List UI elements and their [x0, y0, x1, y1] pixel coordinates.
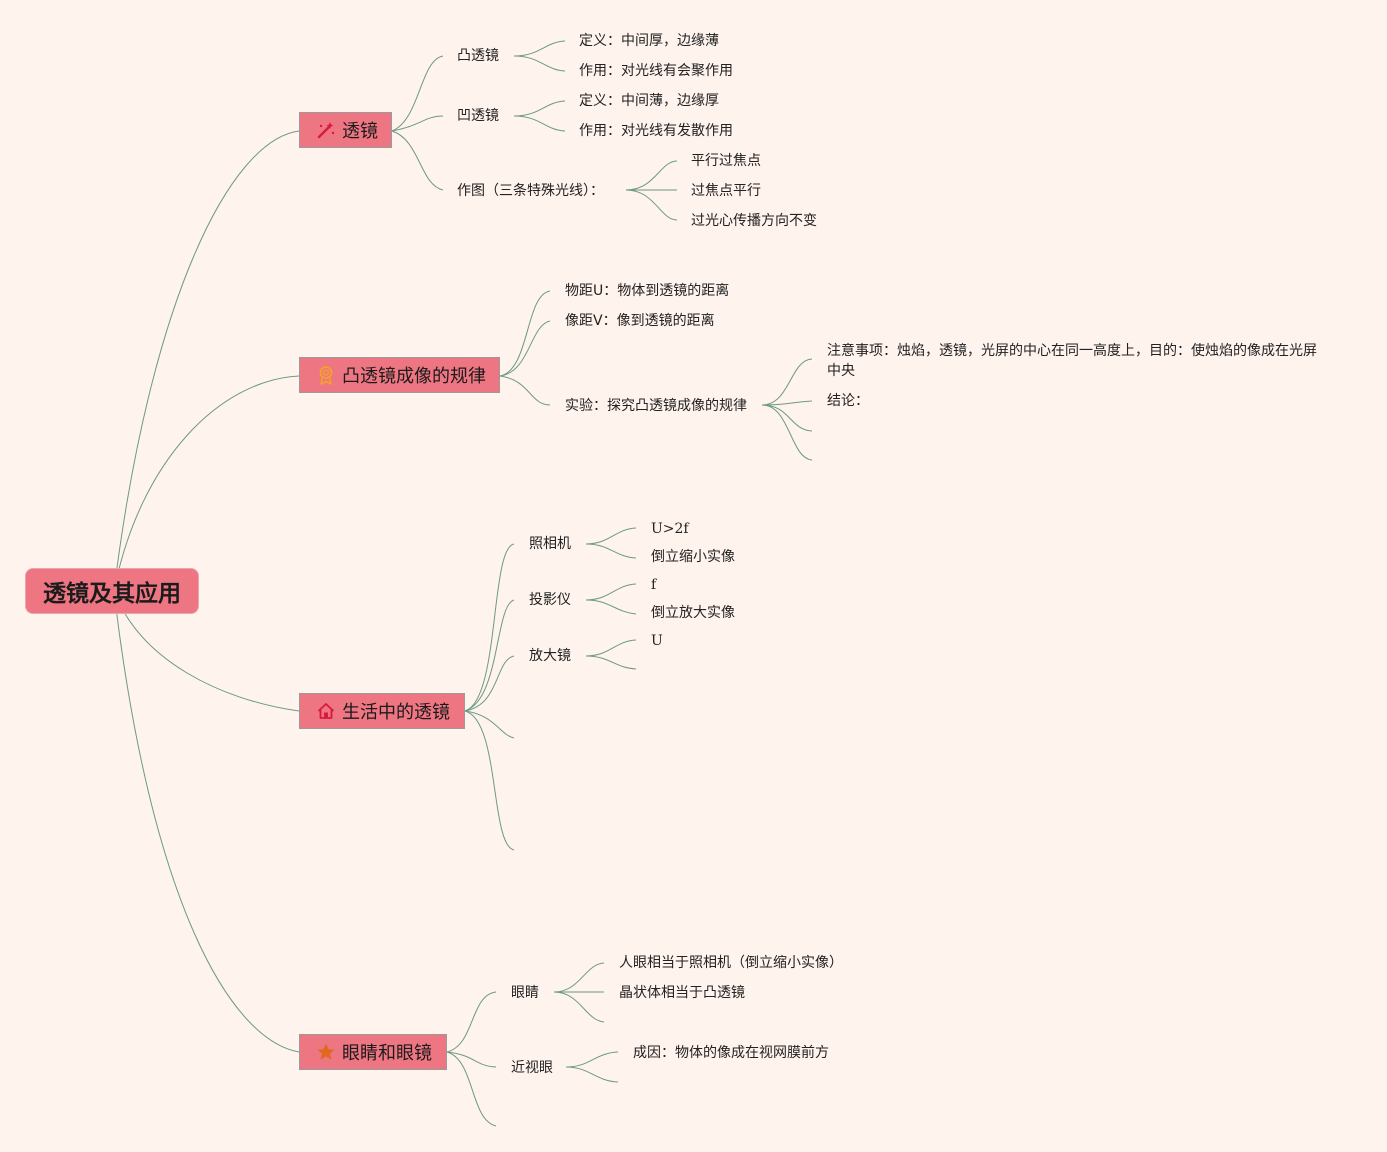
branch-eyes-and-glasses[interactable]: 眼睛和眼镜 [299, 1034, 447, 1070]
root-node[interactable]: 透镜及其应用 [26, 569, 198, 613]
branch-label: 凸透镜成像的规律 [342, 366, 486, 387]
projector-image[interactable]: 倒立放大实像 [651, 605, 735, 621]
camera-condition[interactable]: U>2f [651, 521, 689, 537]
ray-rule-2[interactable]: 过焦点平行 [691, 183, 761, 199]
projector-condition[interactable]: f [651, 577, 657, 593]
experiment-notes[interactable]: 注意事项：烛焰，透镜，光屏的中心在同一高度上，目的：使烛焰的像成在光屏中央 [827, 343, 1317, 379]
experiment-conclusion[interactable]: 结论： [827, 393, 869, 409]
topic-experiment[interactable]: 实验：探究凸透镜成像的规律 [565, 398, 747, 414]
star-icon [316, 1042, 336, 1062]
award-ribbon-icon [316, 365, 336, 385]
ray-rule-3[interactable]: 过光心传播方向不变 [691, 213, 817, 229]
topic-concave-lens[interactable]: 凹透镜 [457, 108, 499, 124]
branch-label: 透镜 [342, 121, 378, 142]
concave-function[interactable]: 作用：对光线有发散作用 [579, 123, 733, 139]
topic-convex-lens[interactable]: 凸透镜 [457, 48, 499, 64]
root-title: 透镜及其应用 [43, 581, 181, 607]
magic-wand-icon [316, 120, 336, 140]
branch-imaging-rules[interactable]: 凸透镜成像的规律 [299, 357, 500, 393]
branch-label: 眼睛和眼镜 [342, 1043, 432, 1064]
convex-function[interactable]: 作用：对光线有会聚作用 [579, 63, 733, 79]
object-distance[interactable]: 物距U：物体到透镜的距离 [565, 283, 730, 299]
topic-magnifier[interactable]: 放大镜 [529, 648, 571, 664]
topic-ray-diagram[interactable]: 作图（三条特殊光线）： [457, 183, 604, 199]
branch-lenses[interactable]: 透镜 [299, 112, 392, 148]
topic-eye[interactable]: 眼睛 [511, 985, 539, 1001]
eye-fact-1[interactable]: 人眼相当于照相机（倒立缩小实像） [619, 955, 843, 971]
concave-definition[interactable]: 定义：中间薄，边缘厚 [579, 93, 719, 109]
home-icon [316, 701, 336, 721]
image-distance[interactable]: 像距V：像到透镜的距离 [565, 313, 715, 329]
ray-rule-1[interactable]: 平行过焦点 [691, 153, 761, 169]
topic-projector[interactable]: 投影仪 [529, 592, 571, 608]
eye-fact-2[interactable]: 晶状体相当于凸透镜 [619, 985, 745, 1001]
topic-camera[interactable]: 照相机 [529, 536, 571, 552]
branch-lenses-in-life[interactable]: 生活中的透镜 [299, 693, 465, 729]
myopia-cause[interactable]: 成因：物体的像成在视网膜前方 [633, 1045, 829, 1061]
camera-image[interactable]: 倒立缩小实像 [651, 549, 735, 565]
topic-myopia[interactable]: 近视眼 [511, 1060, 553, 1076]
branch-label: 生活中的透镜 [342, 702, 450, 723]
convex-definition[interactable]: 定义：中间厚，边缘薄 [579, 33, 719, 49]
magnifier-condition[interactable]: U [651, 633, 663, 649]
